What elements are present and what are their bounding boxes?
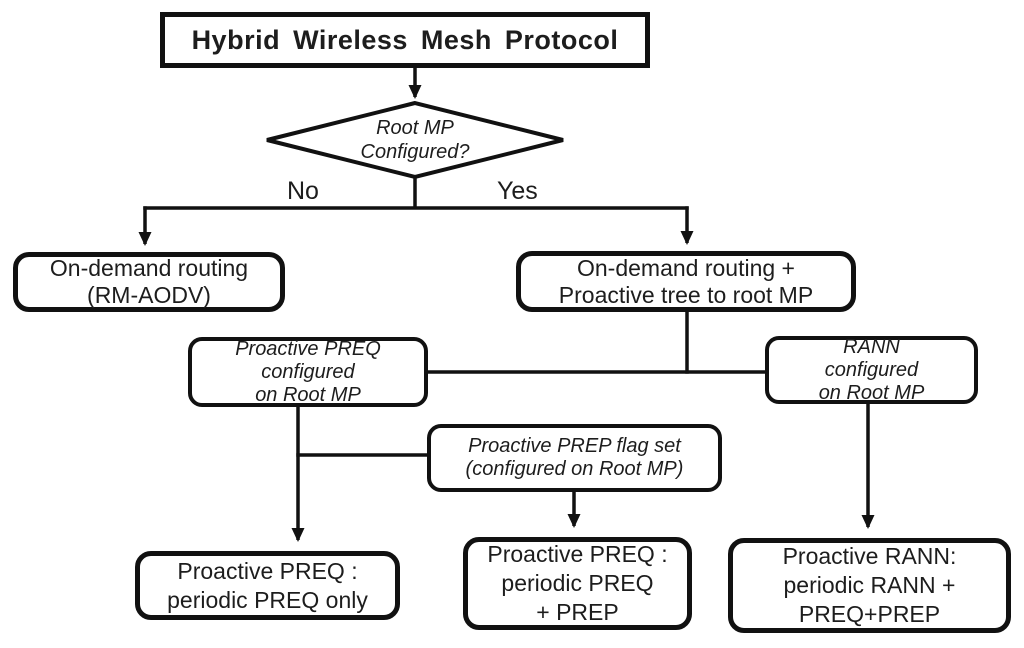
node-text-line: RANN bbox=[843, 335, 900, 358]
node-text-line: periodic RANN + bbox=[783, 572, 956, 598]
node-text-line: Proactive PREQ : bbox=[487, 541, 668, 567]
node-text-line: on Root MP bbox=[818, 381, 925, 404]
node-text-line: On-demand routing bbox=[49, 255, 249, 281]
node-text-line: PREQ+PREP bbox=[798, 601, 941, 627]
title-text: Hybrid Wireless Mesh Protocol bbox=[191, 24, 619, 55]
node-text-line: Proactive RANN: bbox=[782, 543, 957, 569]
node-text-line: + PREP bbox=[536, 599, 619, 625]
node-text-line: (configured on Root MP) bbox=[465, 458, 684, 480]
node-text-line: On-demand routing + bbox=[576, 254, 795, 281]
decision-line-1: Root MP bbox=[376, 117, 454, 139]
node-text-line: Proactive PREP flag set bbox=[468, 435, 681, 457]
node-rann-configured: RANN configured on Root MP bbox=[765, 336, 978, 404]
node-title: Hybrid Wireless Mesh Protocol bbox=[160, 12, 650, 68]
node-prep-flag-set: Proactive PREP flag set (configured on R… bbox=[427, 424, 722, 492]
node-text-line: configured bbox=[261, 360, 355, 383]
node-text-line: configured bbox=[824, 358, 919, 381]
node-preq-configured: Proactive PREQ configured on Root MP bbox=[188, 337, 428, 407]
node-text-line: Proactive tree to root MP bbox=[558, 281, 814, 308]
node-text-line: periodic PREQ only bbox=[167, 586, 368, 613]
decision-line-2: Configured? bbox=[360, 141, 470, 163]
node-rann-full: Proactive RANN: periodic RANN + PREQ+PRE… bbox=[728, 538, 1011, 633]
node-text-line: periodic PREQ bbox=[501, 570, 654, 596]
node-preq-only: Proactive PREQ : periodic PREQ only bbox=[135, 551, 400, 620]
node-preq-prep: Proactive PREQ : periodic PREQ + PREP bbox=[463, 537, 692, 630]
node-text-line: on Root MP bbox=[255, 383, 361, 406]
node-on-demand-plus-tree: On-demand routing + Proactive tree to ro… bbox=[516, 251, 856, 312]
decision-label: Root MP Configured? bbox=[315, 112, 515, 168]
branch-label-yes: Yes bbox=[497, 177, 538, 205]
node-text-line: Proactive PREQ : bbox=[177, 557, 358, 584]
node-on-demand-routing: On-demand routing (RM-AODV) bbox=[13, 252, 285, 312]
node-text-line: (RM-AODV) bbox=[87, 282, 211, 308]
node-text-line: Proactive PREQ bbox=[235, 337, 381, 360]
branch-label-no: No bbox=[287, 177, 319, 205]
